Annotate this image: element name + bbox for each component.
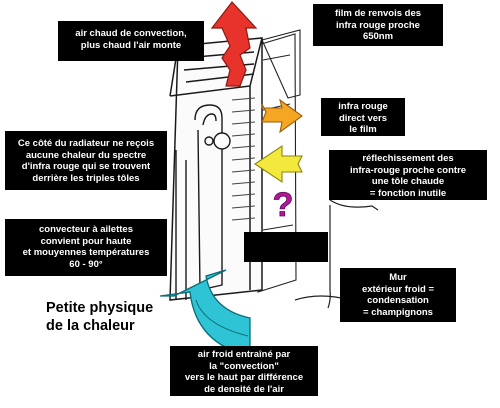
- label-blank-box: [244, 232, 328, 262]
- label-reflective-film: film de renvois des infra rouge proche 6…: [313, 4, 443, 46]
- radiator-fins: [231, 97, 256, 221]
- label-convector: convecteur à ailettes convient pour haut…: [5, 219, 167, 276]
- reflection-arrow: [254, 144, 303, 184]
- diagram-title: Petite physique de la chaleur: [46, 300, 154, 334]
- label-hot-air: air chaud de convection, plus chaud l'ai…: [58, 21, 204, 61]
- label-cold-wall: Mur extérieur froid = condensation = cha…: [340, 268, 456, 322]
- hot-air-arrow: [210, 1, 258, 87]
- convector-pipe: [175, 104, 231, 300]
- infrared-direct-arrow: [261, 98, 303, 134]
- label-infrared-direct: infra rouge direct vers le film: [321, 98, 405, 136]
- cold-air-inner-stroke: [195, 299, 249, 337]
- label-cold-air: air froid entraîné par la "convection" v…: [170, 346, 318, 396]
- label-no-heat-side: Ce côté du radiateur ne reçois aucune ch…: [5, 131, 167, 190]
- label-reflection: réflechissement des infra-rouge proche c…: [329, 150, 487, 200]
- question-mark: ?: [273, 186, 294, 224]
